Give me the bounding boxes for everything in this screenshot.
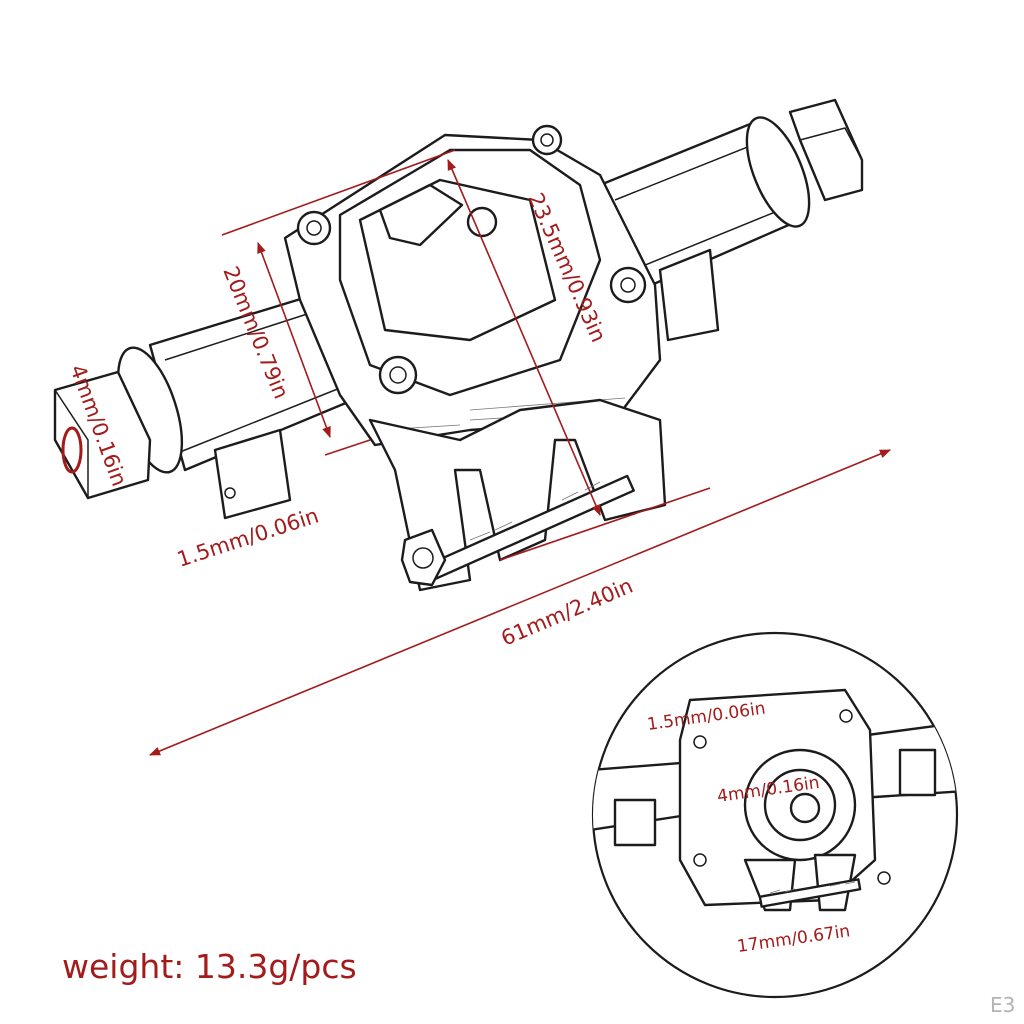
inset-detail: 1.5mm/0.06in 4mm/0.16in 17mm/0.67in — [591, 631, 959, 999]
extension-line-top — [221, 149, 456, 236]
overall-length-label: 61mm/2.40in — [498, 574, 637, 651]
axle-housing-drawing — [53, 98, 864, 592]
height-dimension-line — [257, 241, 331, 439]
tab-label: 1.5mm/0.06in — [174, 503, 322, 571]
extension-line-bottom — [324, 439, 371, 456]
watermark: E3 — [990, 993, 1015, 1017]
extension-line-right — [499, 487, 711, 561]
overall-length-dimension-line — [148, 449, 892, 756]
differential-housing — [283, 124, 662, 447]
dimension-lines — [148, 149, 892, 756]
right-axle-tube — [598, 98, 864, 342]
shaft-bore — [61, 426, 83, 474]
weight-label: weight: 13.3g/pcs — [62, 947, 357, 986]
